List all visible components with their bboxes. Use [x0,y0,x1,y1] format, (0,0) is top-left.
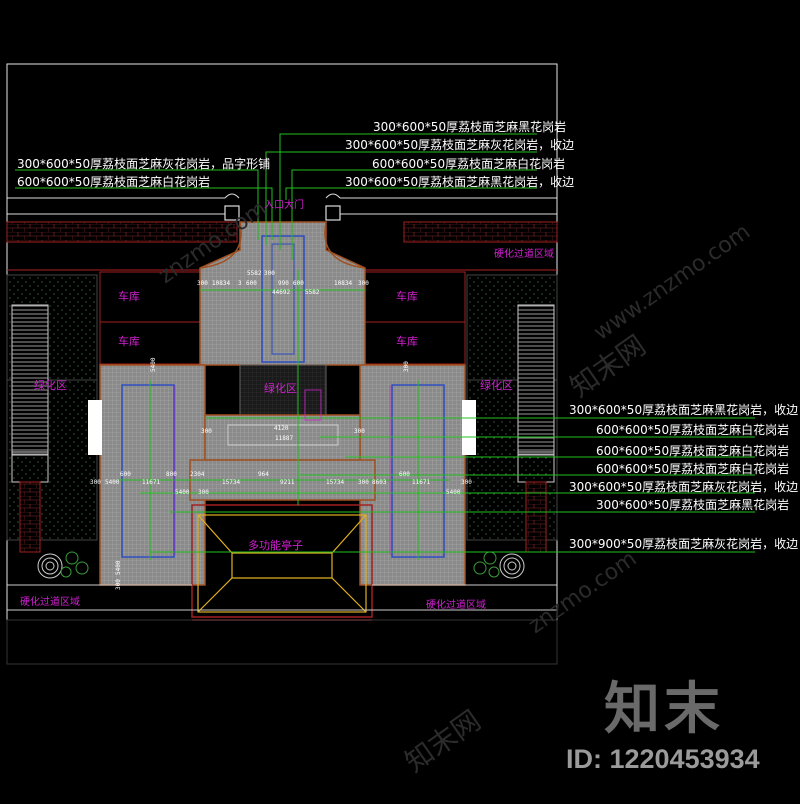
dim: 8603 [372,479,387,486]
gate-pillar-right [325,205,341,221]
dim: 600 [293,280,304,287]
paving-left [99,364,206,586]
zone-green-left: 绿化区 [34,379,67,392]
dim: 964 [258,471,269,478]
dim: 44692 [272,289,291,296]
dim: 300 [198,489,209,496]
zone-garage-ml: 车库 [118,335,140,348]
callout-6: 600*600*50厚荔枝面芝麻白花岗岩 [17,175,211,189]
dim: 3 [238,280,242,287]
dim: 600 [120,471,131,478]
dim: 300 [264,270,275,277]
ornament-right [473,551,525,579]
zone-green-right: 绿化区 [480,379,513,392]
callout-3: 600*600*50厚荔枝面芝麻白花岗岩 [372,157,566,171]
dim: 11671 [412,479,431,486]
garage-tl [99,271,201,323]
side-box-right [462,400,476,455]
callout-11: 300*600*50厚荔枝面芝麻灰花岗岩，收边 [569,480,799,494]
dim: 300 [403,361,410,372]
callout-8: 600*600*50厚荔枝面芝麻白花岗岩 [596,423,790,437]
pavilion-outline [191,504,373,618]
dim: 5400 [115,560,122,575]
dim: 2304 [190,471,205,478]
zone-hard-bl: 硬化过道区域 [20,597,80,608]
callout-13: 300*900*50厚荔枝面芝麻灰花岗岩，收边 [569,537,799,551]
dim: 300 [354,428,365,435]
zone-garage-tl: 车库 [118,290,140,303]
zone-garage-mr: 车库 [396,335,418,348]
callout-4: 300*600*50厚荔枝面芝麻黑花岗岩，收边 [345,175,575,189]
dim: 11671 [142,479,161,486]
zone-pavilion: 多功能亭子 [248,539,303,552]
side-box-left [88,400,102,455]
dim: 9211 [280,479,295,486]
dim: 300 [358,280,369,287]
dim: 15734 [222,479,241,486]
leader-lines [15,133,755,560]
zone-garage-tr: 车库 [396,290,418,303]
stairs-left [11,304,49,456]
zone-green-center: 绿化区 [264,382,297,395]
dim: 300 [358,479,369,486]
dim: 300 [201,428,212,435]
dim: 4120 [274,425,289,432]
stairs-right [517,304,555,456]
zone-entrance: 入口大门 [264,200,304,211]
dim: 300 [90,479,101,486]
callout-9: 600*600*50厚荔枝面芝麻白花岗岩 [596,444,790,458]
dim: 300 [115,579,122,590]
dim: 5400 [446,489,461,496]
dim: 5400 [105,479,120,486]
callout-5: 300*600*50厚荔枝面芝麻灰花岗岩，品字形铺 [17,157,271,171]
ornament-left [37,551,89,579]
dim: 5400 [175,489,190,496]
dim: 5582 [305,289,320,296]
callout-12: 300*600*50厚荔枝面芝麻黑花岗岩 [596,498,790,512]
dim: 990 [278,280,289,287]
dim: 11887 [275,435,294,442]
dim: 600 [246,280,257,287]
dim: 10834 [334,280,353,287]
dim: 600 [399,471,410,478]
dim: 5582 [247,270,262,277]
dim: 10834 [212,280,231,287]
dim: 300 [197,280,208,287]
callout-2: 300*600*50厚荔枝面芝麻灰花岗岩，收边 [345,138,575,152]
dim: 800 [166,471,177,478]
callout-1: 300*600*50厚荔枝面芝麻黑花岗岩 [373,120,567,134]
dim: 15734 [326,479,345,486]
dim: 300 [461,479,472,486]
dim: 5400 [150,357,157,372]
brand-logo: 知末 [604,677,724,742]
image-id-label: ID: 1220453934 [566,744,760,774]
zone-hard-top: 硬化过道区域 [494,249,554,260]
gate-pillar-left [224,205,240,221]
callout-7: 300*600*50厚荔枝面芝麻黑花岗岩，收边 [569,403,799,417]
callout-10: 600*600*50厚荔枝面芝麻白花岗岩 [596,462,790,476]
zone-hard-br: 硬化过道区域 [426,600,486,611]
